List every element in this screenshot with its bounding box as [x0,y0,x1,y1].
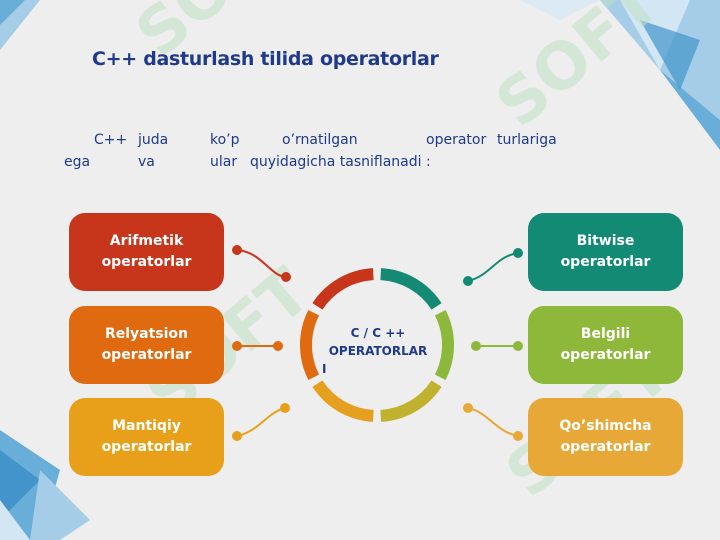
intro-word: turlariga [497,132,557,148]
connector-mantiqiy [232,403,290,441]
box-label: Belgili [580,326,631,342]
intro-word: quyidagicha tasniflanadi : [250,154,431,170]
center-label-line: I [322,362,327,376]
box-label: Relyatsion [104,326,189,342]
box-label: Arifmetik [109,233,184,249]
category-box-relyatsion: Relyatsion operatorlar [69,306,224,384]
connector-belgili [471,341,523,351]
box-label: operatorlar [101,254,192,270]
ring-segment [312,268,374,310]
box-label: Bitwise [576,233,635,249]
box-label: Mantiqiy [112,418,181,434]
box-label: operatorlar [560,439,651,455]
box-label: Qo’shimcha [559,418,652,434]
ring-segment [380,268,442,310]
ring-segment [434,310,454,380]
operators-ring [300,268,454,422]
intro-word: va [138,154,155,170]
center-label: C / C ++ OPERATORLAR I [319,324,437,378]
category-box-belgili: Belgili operatorlar [528,306,683,384]
slide-title: C++ dasturlash tilida operatorlar [92,48,439,70]
intro-word: ular [210,154,238,170]
category-box-mantiqiy: Mantiqiy operatorlar [69,398,224,476]
intro-word: juda [138,132,169,148]
intro-word: ega [64,154,91,170]
category-box-bitwise: Bitwise operatorlar [528,213,683,291]
connector-relyatsion [232,341,283,351]
category-box-arifmetik: Arifmetik operatorlar [69,213,224,291]
center-label-line: C / C ++ [350,326,406,340]
connector-bitwise [463,248,523,286]
box-label: operatorlar [560,254,651,270]
ring-segment [380,380,442,422]
connector-qoshimcha [463,403,523,441]
box-label: operatorlar [560,347,651,363]
intro-word: o’rnatilgan [282,132,358,148]
box-label: operatorlar [101,347,192,363]
intro-word: C++ [94,132,128,148]
intro-word: operator [426,132,487,148]
ring-segment [312,380,374,422]
box-label: operatorlar [101,439,192,455]
category-box-qoshimcha: Qo’shimcha operatorlar [528,398,683,476]
ring-segment [300,310,320,380]
center-label-line: OPERATORLAR [328,344,428,358]
connector-arifmetik [232,245,291,282]
intro-word: ko’p [210,132,240,148]
